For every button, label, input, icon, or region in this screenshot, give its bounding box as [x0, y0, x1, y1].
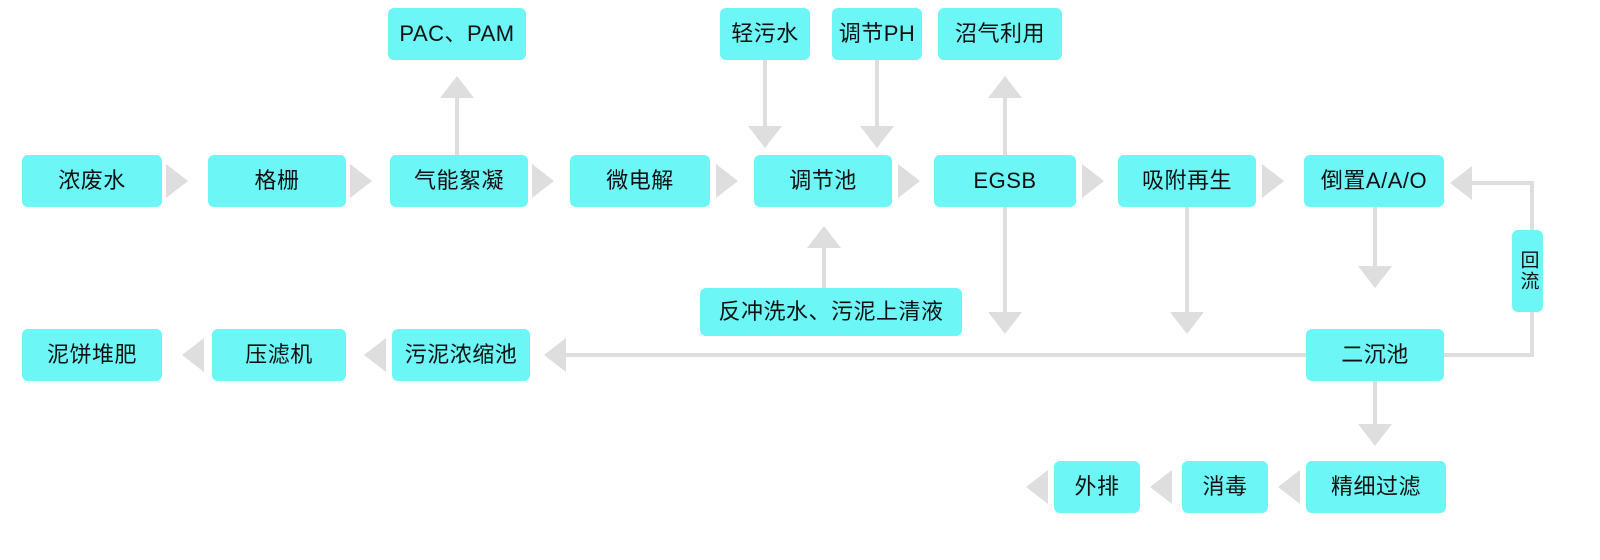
arrowhead-finefilter — [1358, 424, 1392, 446]
node-fine-filtration[interactable]: 精细过滤 — [1306, 461, 1446, 513]
node-adjust-tank[interactable]: 调节池 — [754, 155, 892, 207]
arrowhead-biogas — [988, 76, 1022, 98]
arrow-sludgethicken-to-filterpress — [364, 338, 386, 372]
arrow-adjusttank-to-egsb — [898, 164, 920, 198]
arrowhead-egsb-sludge — [988, 312, 1022, 334]
arrow-airfloc-to-microelectro — [532, 164, 554, 198]
node-inverted-aao[interactable]: 倒置A/A/O — [1304, 155, 1444, 207]
arrowhead-sludgethicken-inlet — [544, 338, 566, 372]
arrowhead-reflux-into-aao — [1450, 166, 1472, 200]
node-discharge[interactable]: 外排 — [1054, 461, 1140, 513]
line-lightsewage-to-adjusttank — [763, 60, 767, 138]
node-egsb[interactable]: EGSB — [934, 155, 1076, 207]
node-reflux[interactable]: 回流 — [1512, 230, 1543, 312]
arrow-raw-to-grille — [166, 164, 188, 198]
arrowhead-adjusttank-lightsewage — [748, 126, 782, 148]
node-biogas-use[interactable]: 沼气利用 — [938, 8, 1062, 60]
line-aao-to-secondsettle — [1373, 207, 1377, 279]
node-light-sewage[interactable]: 轻污水 — [720, 8, 810, 60]
node-raw-wastewater[interactable]: 浓废水 — [22, 155, 162, 207]
node-mud-compost[interactable]: 泥饼堆肥 — [22, 329, 162, 381]
node-filter-press[interactable]: 压滤机 — [212, 329, 346, 381]
node-secondary-settling[interactable]: 二沉池 — [1306, 329, 1444, 381]
line-reflux-top — [1472, 181, 1534, 185]
line-secondsettle-to-finefilter — [1373, 381, 1377, 439]
arrow-filterpress-to-mudcompost — [182, 338, 204, 372]
arrowhead-adsorb-sludge — [1170, 312, 1204, 334]
node-adsorption-regeneration[interactable]: 吸附再生 — [1118, 155, 1256, 207]
arrow-discharge-outlet — [1026, 470, 1048, 504]
line-backwash-to-adjusttank — [822, 238, 826, 290]
arrowhead-adjusttank-adjustph — [860, 126, 894, 148]
arrow-adsorb-to-aao — [1262, 164, 1284, 198]
arrowhead-adjusttank-backwash — [807, 226, 841, 248]
line-airfloc-to-pacpam — [455, 88, 459, 158]
arrow-egsb-to-adsorb — [1082, 164, 1104, 198]
line-sludge-collector — [566, 353, 1314, 357]
arrow-finefilter-to-disinfect — [1278, 470, 1300, 504]
node-micro-electrolysis[interactable]: 微电解 — [570, 155, 710, 207]
arrowhead-pacpam — [440, 76, 474, 98]
line-egsb-sludge — [1003, 207, 1007, 325]
node-disinfection[interactable]: 消毒 — [1182, 461, 1268, 513]
line-adsorb-sludge — [1185, 207, 1189, 325]
node-pac-pam[interactable]: PAC、PAM — [388, 8, 526, 60]
node-backwash-supernatant[interactable]: 反冲洗水、污泥上清液 — [700, 288, 962, 336]
node-air-flocculation[interactable]: 气能絮凝 — [390, 155, 528, 207]
arrow-microelectro-to-adjusttank — [716, 164, 738, 198]
line-adjustph-to-adjusttank — [875, 60, 879, 138]
node-adjust-ph[interactable]: 调节PH — [832, 8, 922, 60]
arrow-disinfect-to-discharge — [1150, 470, 1172, 504]
arrowhead-secondsettle — [1358, 266, 1392, 288]
line-egsb-to-biogas — [1003, 88, 1007, 158]
arrow-grille-to-airfloc — [350, 164, 372, 198]
node-grille[interactable]: 格栅 — [208, 155, 346, 207]
line-reflux-bottom — [1444, 353, 1534, 357]
node-sludge-thickener[interactable]: 污泥浓缩池 — [392, 329, 530, 381]
